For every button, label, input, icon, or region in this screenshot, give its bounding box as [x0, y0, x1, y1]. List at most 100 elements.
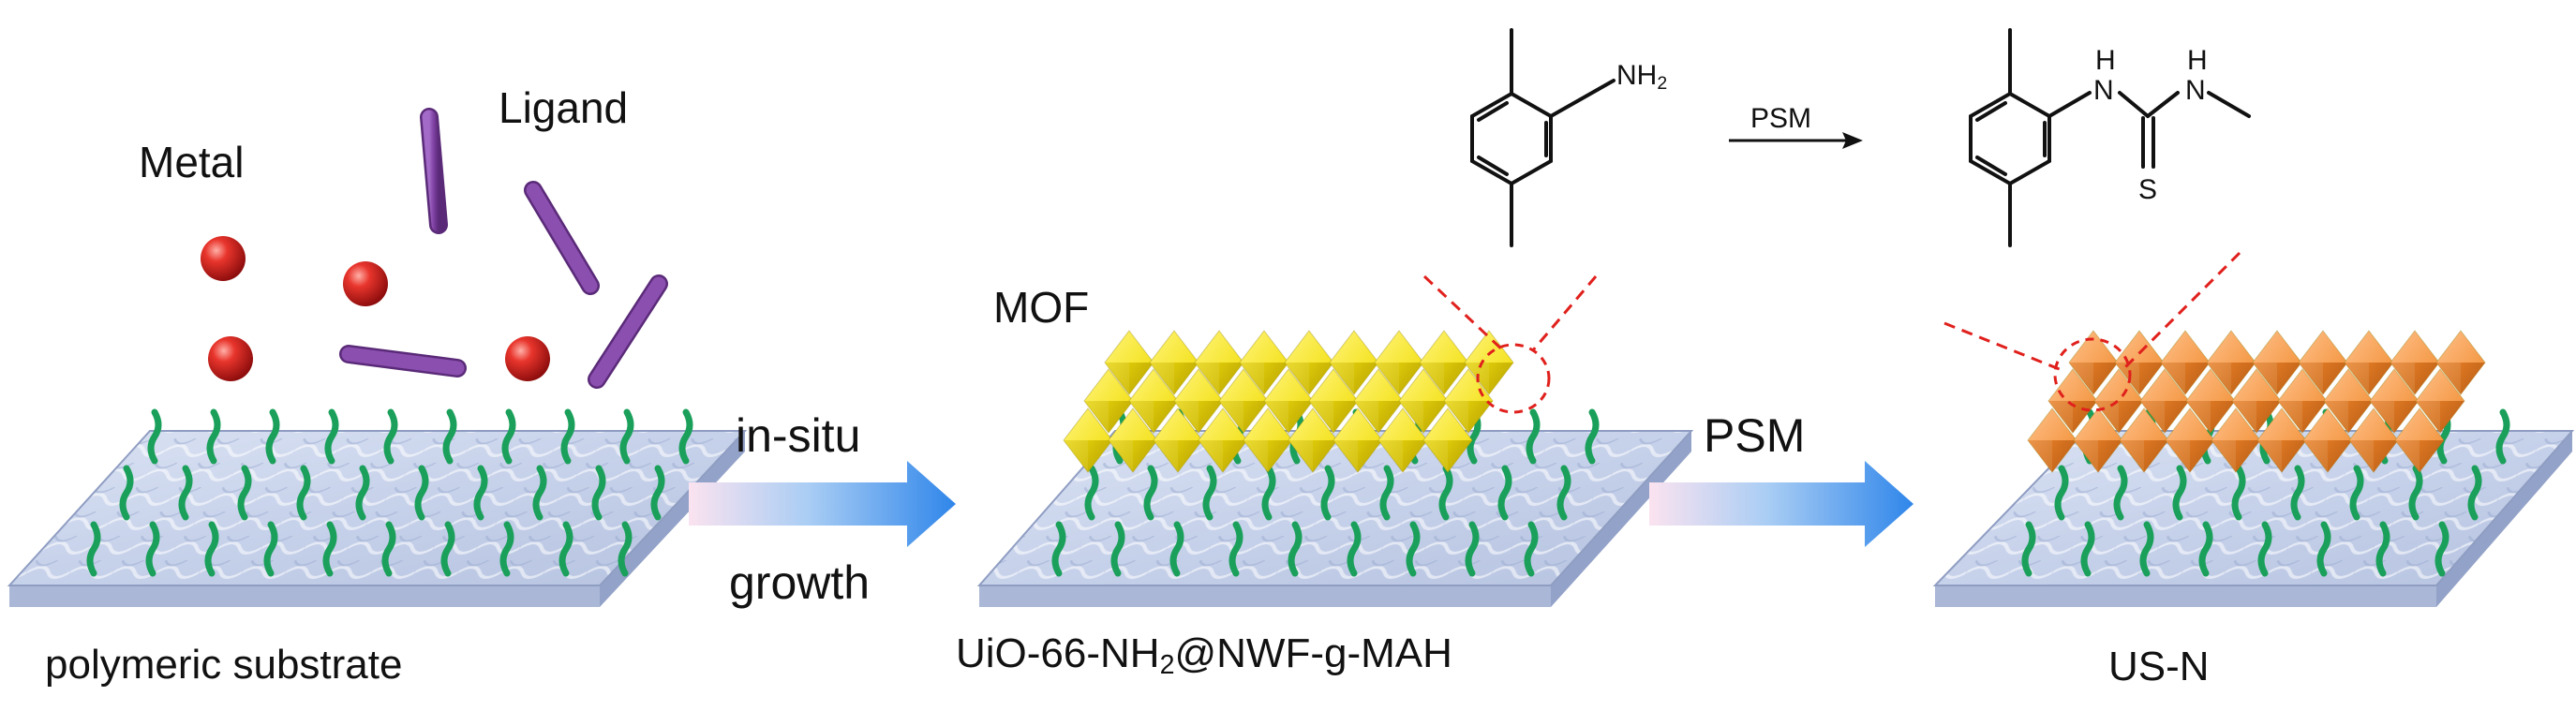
mof-crystal: [2256, 407, 2307, 473]
polymer-chain: [237, 465, 252, 521]
mof-crystal: [2185, 368, 2236, 434]
polymer-chain: [560, 408, 575, 465]
ligand-rod: [339, 345, 467, 378]
polymer-chain: [119, 465, 134, 521]
polymer-chain: [1320, 465, 1335, 521]
highlight-circle: [1476, 343, 1551, 414]
polymer-chain: [1438, 465, 1453, 521]
ligand-rod: [588, 274, 668, 389]
metal-label: Metal: [139, 138, 245, 186]
mof-label: MOF: [993, 283, 1090, 332]
n-label-2: N: [2185, 75, 2206, 106]
ligand-label: Ligand: [499, 83, 629, 132]
polymer-chain: [178, 465, 193, 521]
polymer-chain: [2375, 521, 2390, 577]
polymer-chain: [2435, 521, 2449, 577]
mof-crystal: [2302, 407, 2353, 473]
psm-small-label: PSM: [1750, 103, 1812, 134]
polymer-chain: [1051, 521, 1066, 577]
mof-crystal: [1333, 407, 1383, 473]
product-label-uio: UiO-66-NH2@NWF-g-MAH: [956, 633, 1452, 679]
polymer-chain: [381, 521, 396, 577]
psm-label: PSM: [1704, 409, 1806, 462]
mof-crystal: [2435, 330, 2486, 395]
mof-crystal: [1353, 368, 1404, 434]
zoom-dash-line: [1943, 321, 2062, 372]
polymer-chain: [206, 408, 221, 465]
polymer-chain: [501, 408, 516, 465]
product-label-us-n: US-N: [2108, 644, 2210, 689]
polymer-chain: [473, 465, 488, 521]
polymer-chain: [1169, 521, 1184, 577]
mof-crystal: [2165, 407, 2215, 473]
mof-crystal: [2390, 330, 2440, 395]
panel-substrate: [7, 108, 748, 607]
polymer-chain: [1084, 465, 1099, 521]
mof-crystal: [2047, 368, 2098, 434]
polymer-chain: [1228, 521, 1243, 577]
polymer-chain: [1585, 408, 1600, 465]
mof-crystal: [1422, 407, 1473, 473]
mof-crystal: [2323, 368, 2374, 434]
polymer-chain: [2349, 465, 2364, 521]
mof-crystal: [1198, 407, 1248, 473]
polymer-chain: [2231, 465, 2246, 521]
mof-crystal: [1173, 368, 1224, 434]
polymer-chain: [2021, 521, 2036, 577]
mof-crystal: [1194, 330, 1244, 395]
polymer-chain: [2080, 521, 2095, 577]
polymer-chain: [2172, 465, 2187, 521]
nh2-label: NH2: [1616, 62, 1667, 93]
mof-crystal: [2277, 368, 2328, 434]
mof-crystals-yellow: [1063, 330, 1514, 473]
polymer-chain: [383, 408, 398, 465]
polymer-chain: [2467, 465, 2482, 521]
polymer-chain: [1526, 408, 1541, 465]
mof-crystal: [2394, 407, 2445, 473]
zoom-dash-line: [2123, 251, 2241, 369]
polymer-chain: [1379, 465, 1394, 521]
ligand-rod: [420, 108, 448, 234]
polymer-chain: [147, 408, 162, 465]
polymer-chain: [355, 465, 370, 521]
nh2-main: NH: [1616, 60, 1658, 91]
polymer-chain: [1202, 465, 1217, 521]
mof-crystal: [2114, 330, 2165, 395]
zoom-dash-line: [1530, 275, 1598, 352]
mof-crystal: [1218, 368, 1269, 434]
product-label-main: UiO-66-NH: [956, 630, 1160, 676]
mof-crystals-orange: [2027, 330, 2486, 473]
mof-crystal: [1063, 407, 1113, 473]
polymer-chain: [414, 465, 429, 521]
polymer-chain: [618, 521, 633, 577]
polymer-chain: [2290, 465, 2305, 521]
mof-crystal: [2252, 330, 2302, 395]
mof-crystal: [1377, 407, 1428, 473]
polymer-chain: [1524, 521, 1539, 577]
psm-arrow: [1649, 461, 1913, 547]
s-label: S: [2138, 174, 2158, 205]
mof-crystal: [2348, 407, 2399, 473]
mof-crystal: [1104, 330, 1154, 395]
mof-crystal: [2298, 330, 2348, 395]
n-label-1: N: [2093, 75, 2114, 106]
polymer-chain: [322, 521, 337, 577]
product-label-rest: @NWF-g-MAH: [1174, 630, 1452, 676]
polymer-chain: [619, 408, 634, 465]
polymer-chain: [1465, 521, 1480, 577]
metal-sphere: [201, 236, 246, 281]
in-situ-label: in-situ: [736, 409, 861, 462]
mof-crystal: [1263, 368, 1314, 434]
mof-crystal: [1308, 368, 1359, 434]
metal-sphere: [343, 261, 388, 306]
mof-crystal: [1374, 330, 1424, 395]
polymer-chain: [2316, 521, 2331, 577]
polymer-chain: [558, 521, 573, 577]
mof-crystal: [1398, 368, 1449, 434]
polymer-chain: [1406, 521, 1421, 577]
mof-crystal: [1153, 407, 1203, 473]
polymer-chain: [145, 521, 160, 577]
polymer-chain: [2054, 465, 2069, 521]
mof-crystal: [2027, 407, 2077, 473]
mof-crystal: [1419, 330, 1469, 395]
